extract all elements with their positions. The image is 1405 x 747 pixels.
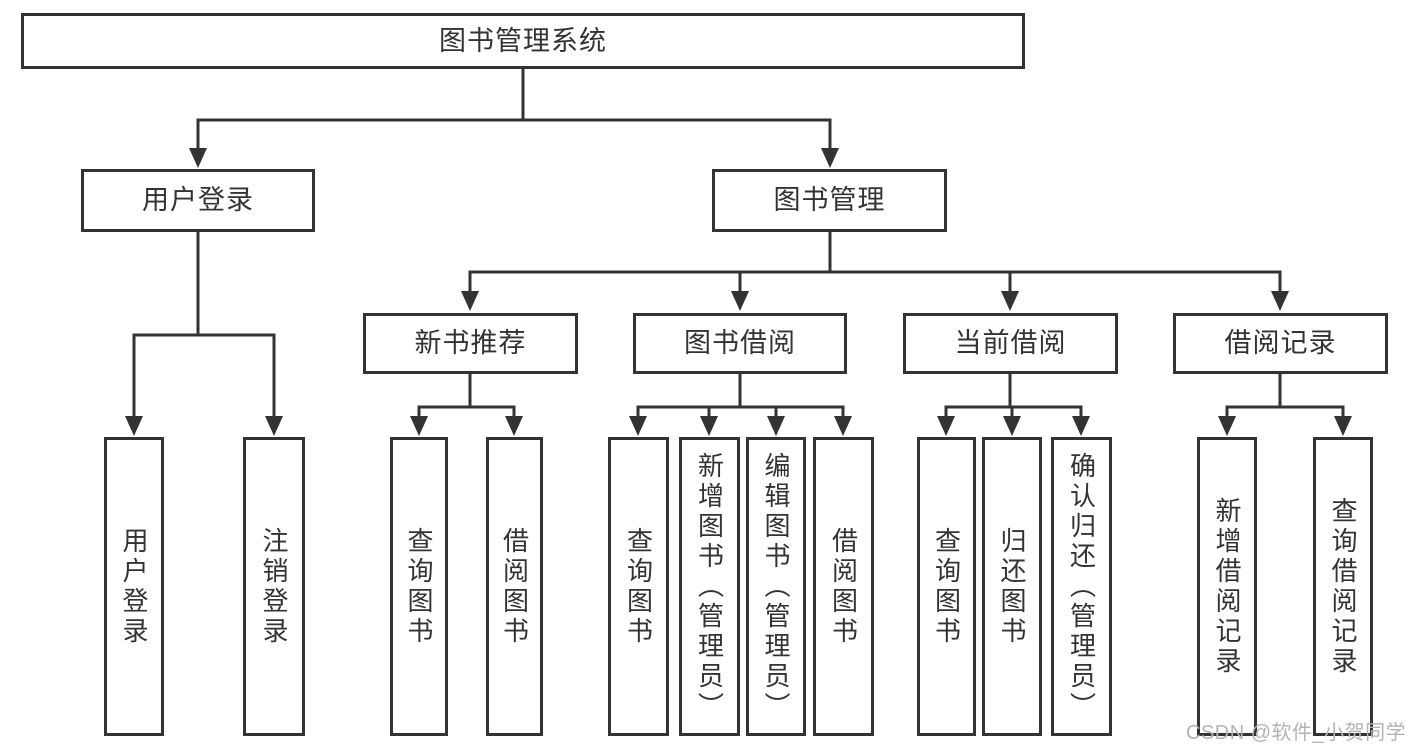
leaf-query-books-recommend: 查询图书 (390, 437, 448, 736)
leaf-return-book: 归还图书 (982, 437, 1042, 736)
leaf-borrow-books-recommend: 借阅图书 (486, 437, 543, 736)
leaf-logout: 注销登录 (243, 437, 305, 736)
leaf-add-book-admin: 新增图书（管理员） (679, 437, 740, 736)
node-new-book-recommend: 新书推荐 (363, 313, 578, 374)
leaf-query-books-borrow: 查询图书 (608, 437, 669, 736)
node-book-borrow: 图书借阅 (633, 313, 847, 374)
node-book-management: 图书管理 (712, 169, 947, 232)
leaf-confirm-return-admin: 确认归还（管理员） (1051, 437, 1112, 736)
node-current-borrow: 当前借阅 (903, 313, 1118, 374)
leaf-user-login: 用户登录 (104, 437, 164, 736)
node-root: 图书管理系统 (21, 13, 1025, 69)
leaf-borrow-books: 借阅图书 (813, 437, 874, 736)
node-user-login: 用户登录 (81, 169, 315, 232)
leaf-query-books-current: 查询图书 (917, 437, 976, 736)
leaf-edit-book-admin: 编辑图书（管理员） (746, 437, 806, 736)
csdn-watermark: CSDN @软件_小贺同学 (1186, 722, 1405, 744)
leaf-query-borrow-record: 查询借阅记录 (1313, 437, 1373, 736)
leaf-add-borrow-record: 新增借阅记录 (1197, 437, 1257, 736)
node-borrow-records: 借阅记录 (1173, 313, 1388, 374)
